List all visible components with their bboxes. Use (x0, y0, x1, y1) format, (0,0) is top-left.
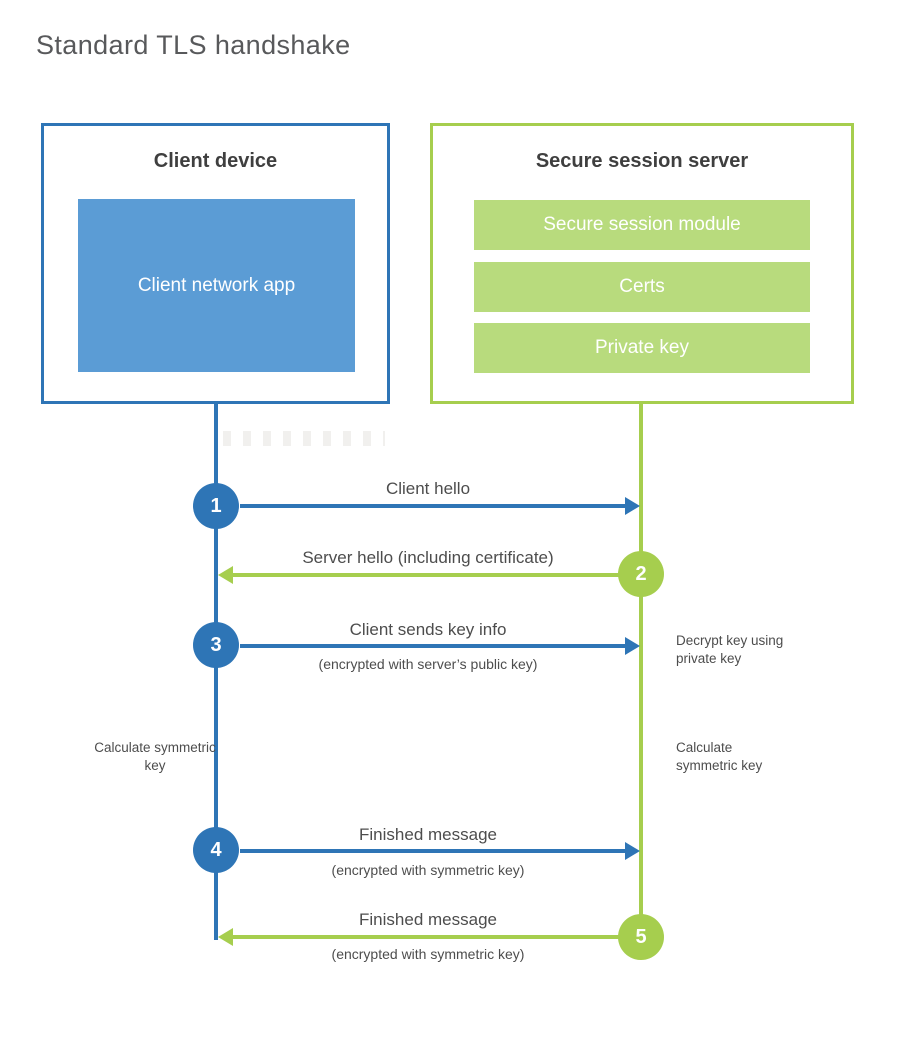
step-2-badge: 2 (618, 551, 664, 597)
server-private-key-bar: Private key (474, 323, 810, 373)
step-4-sublabel: (encrypted with symmetric key) (331, 862, 525, 878)
step-5-arrow (233, 935, 620, 939)
step-3-sublabel: (encrypted with server’s public key) (318, 656, 538, 672)
step-3-badge: 3 (193, 622, 239, 668)
step-3-arrowhead-icon (625, 637, 640, 655)
step-1-label: Client hello (385, 479, 471, 498)
secure-session-server-box: Secure session server Secure session mod… (430, 123, 854, 404)
annotation-calculate-symmetric-key-server: Calculate symmetric key (676, 740, 763, 773)
client-lifeline (214, 403, 218, 940)
step-1-arrowhead-icon (625, 497, 640, 515)
step-1-badge: 1 (193, 483, 239, 529)
step-1-arrow (240, 504, 625, 508)
step-4-arrowhead-icon (625, 842, 640, 860)
step-3-label: Client sends key info (349, 620, 507, 639)
step-4-label: Finished message (359, 825, 497, 844)
step-5-label: Finished message (359, 910, 497, 929)
annotation-decrypt-key: Decrypt key using private key (676, 633, 784, 666)
step-2-arrowhead-icon (218, 566, 233, 584)
server-certs-bar: Certs (474, 262, 810, 312)
step-5-arrowhead-icon (218, 928, 233, 946)
step-2-arrow (233, 573, 620, 577)
ghost-marks (223, 431, 385, 446)
server-module-bar: Secure session module (474, 200, 810, 250)
step-5-sublabel: (encrypted with symmetric key) (331, 946, 525, 962)
step-3-arrow (240, 644, 625, 648)
client-network-app-box: Client network app (78, 199, 355, 372)
client-network-app-label: Client network app (137, 274, 296, 296)
step-4-arrow (240, 849, 625, 853)
annotation-calculate-symmetric-key-client: Calculate symmetric key (94, 740, 216, 773)
step-4-badge: 4 (193, 827, 239, 873)
step-5-badge: 5 (618, 914, 664, 960)
server-lifeline (639, 403, 643, 937)
client-device-box: Client device Client network app (41, 123, 390, 404)
secure-session-server-title: Secure session server (535, 150, 749, 172)
client-device-title: Client device (153, 150, 278, 172)
step-2-label: Server hello (including certificate) (302, 548, 554, 567)
page-title: Standard TLS handshake (36, 30, 351, 60)
